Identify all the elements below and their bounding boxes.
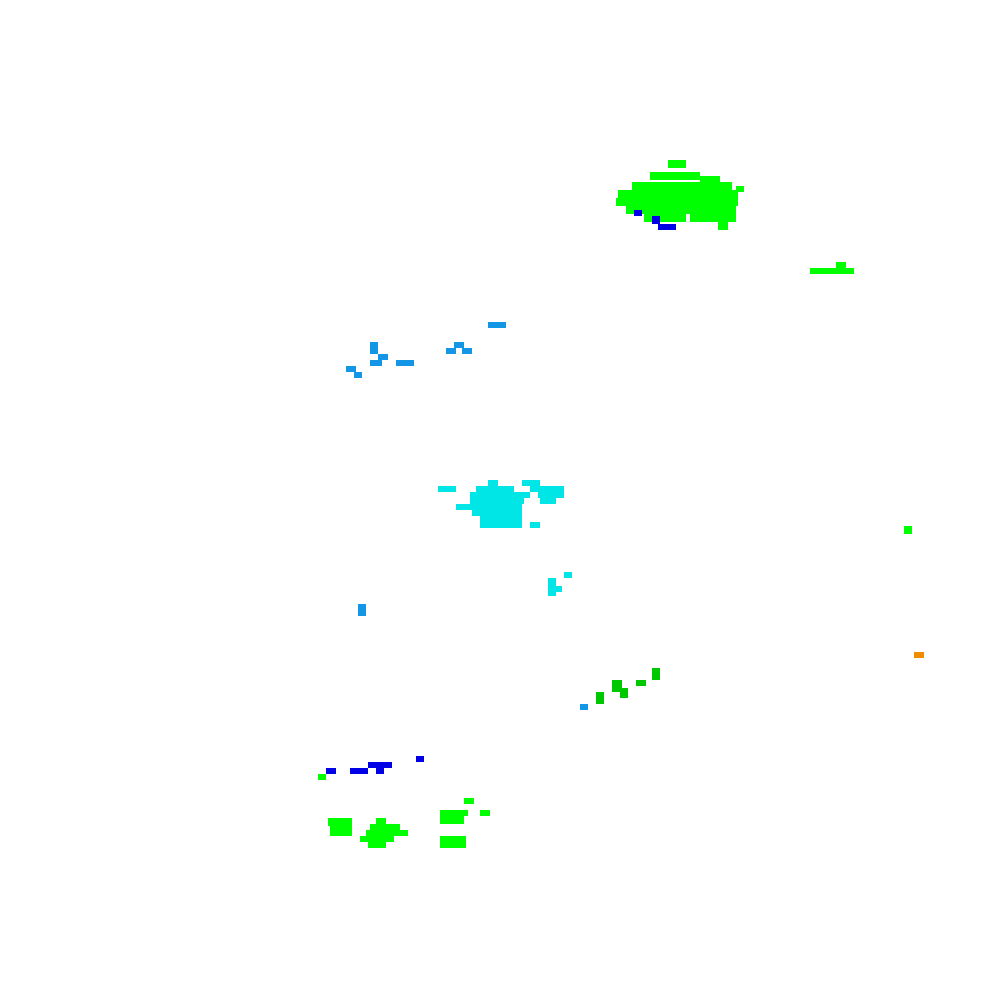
blue-cells-southwest (326, 756, 424, 774)
mid-green-cells-southeast (596, 668, 660, 704)
sky-blue-cells-north (346, 322, 506, 378)
orange-cell-east (914, 652, 924, 658)
green-cell-far-east (904, 526, 912, 534)
cyan-cluster-central (438, 480, 572, 596)
blue-cells-northeast (634, 210, 676, 230)
bright-green-cluster-southwest (318, 774, 490, 848)
sky-blue-cells-scattered (358, 604, 588, 710)
bright-green-cluster-northeast (616, 160, 744, 230)
green-streak-east (810, 262, 854, 274)
